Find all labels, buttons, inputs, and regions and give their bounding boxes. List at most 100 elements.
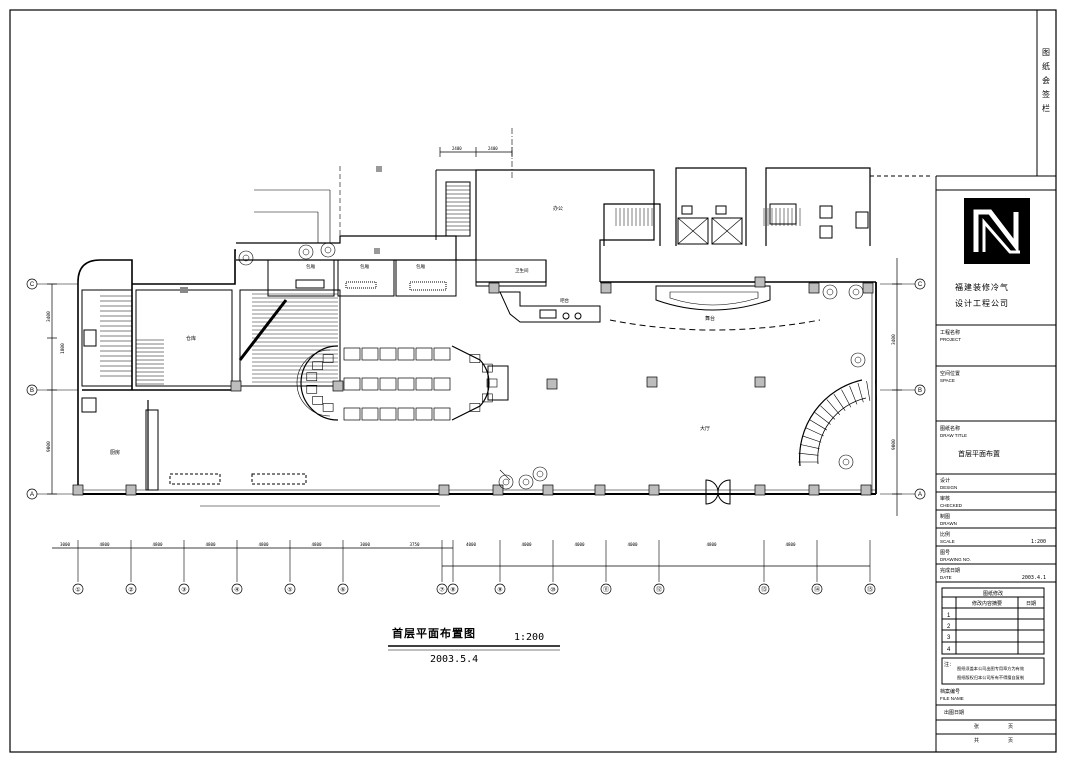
stair-core-top (435, 169, 476, 240)
row-bubble (26, 278, 38, 290)
drawing-scale: 1:200 (514, 632, 544, 643)
entrance-doors (705, 479, 731, 505)
dimension-chain-left: 3400 1800 9000 (46, 283, 66, 495)
booth-table (361, 377, 379, 391)
column (542, 484, 554, 496)
plant-core (242, 254, 250, 262)
plant (298, 244, 314, 260)
dimension-chain-right: 3400 9000 (891, 258, 902, 516)
booth-table (433, 347, 451, 361)
column (808, 282, 820, 294)
right-dim-1: 3400 (891, 334, 897, 345)
row-bubble (914, 488, 926, 500)
booth-seat (306, 384, 318, 394)
grid-bubble-label: ⑧ (450, 587, 455, 594)
booth-seat (312, 396, 323, 405)
booth-table (361, 347, 379, 361)
front-table-1 (169, 473, 221, 485)
stair-left (81, 289, 164, 387)
row-bubble-label: A (30, 492, 34, 498)
column (492, 484, 504, 496)
grid-bubble-label: ① (75, 587, 80, 594)
plant (850, 352, 866, 368)
grid-bubble (284, 583, 296, 595)
drawing-date: 2003.5.4 (430, 654, 478, 665)
plant-core (536, 470, 544, 478)
company-logo (964, 198, 1030, 264)
column (646, 376, 658, 388)
booth-table (379, 407, 397, 421)
bottom-dim-label: 4800 (311, 542, 322, 547)
booth-seat (481, 363, 493, 373)
front-table-2 (251, 473, 307, 485)
spiral-tread (849, 385, 858, 405)
grid-bubble (653, 583, 665, 595)
booth-table (379, 347, 397, 361)
left-dim-3: 9000 (46, 441, 52, 452)
space-label-en: SPACE (940, 378, 955, 383)
drawing-no-label-en: DRAWING NO. (940, 557, 971, 562)
column (488, 282, 500, 294)
column (862, 282, 874, 294)
stair-right-core (446, 185, 801, 246)
plant-core (302, 248, 310, 256)
column (648, 484, 660, 496)
booth-table (397, 377, 415, 391)
spiral-tread (820, 405, 836, 420)
bottom-dim-label: 4000 (627, 542, 638, 547)
wc-block (765, 167, 930, 246)
drawing-no-label-cn: 图号 (940, 550, 950, 556)
rear-wall-upper (236, 169, 655, 283)
column (125, 484, 137, 496)
top-dim-2: 2400 (488, 146, 498, 151)
spiral-tread (857, 382, 864, 403)
grid-bubble-label: ⑤ (287, 587, 292, 594)
grid-bubble-label: ② (128, 587, 133, 594)
booth-table (433, 407, 451, 421)
grid-bubble (811, 583, 823, 595)
drawn-label-cn: 制图 (940, 513, 950, 520)
column (594, 484, 606, 496)
design-label-en: DESIGN (940, 485, 957, 490)
column (754, 376, 766, 388)
design-label-cn: 设计 (940, 477, 950, 484)
plant (498, 474, 514, 490)
plant-core (324, 246, 332, 254)
space-label-cn: 空间位置 (940, 370, 960, 377)
plant (518, 474, 534, 490)
spiral-tread (866, 381, 871, 401)
booth-table (361, 407, 379, 421)
booth-seat (312, 361, 323, 370)
room-label-wc: 卫生间 (515, 267, 529, 274)
row-bubble (26, 488, 38, 500)
booth-seat (481, 393, 493, 403)
issue-date-label: 出图日期 (944, 709, 964, 716)
revision-row-2: 2 (947, 624, 951, 630)
grid-bubble-label: ⑭ (814, 586, 820, 594)
column (438, 484, 450, 496)
booth-table (415, 347, 433, 361)
total-label-2: 页 (1008, 738, 1013, 744)
kitchen-counter-body (145, 409, 159, 491)
revision-header: 图纸修改 (983, 590, 1003, 597)
right-dim-2: 9000 (891, 439, 897, 450)
check-label-en: CHECKED (940, 503, 963, 508)
countersign-label: 图纸会签栏 (1042, 48, 1051, 118)
row-bubble-label: C (918, 282, 923, 288)
row-bubble (914, 384, 926, 396)
plant-core (522, 478, 530, 486)
check-label-cn: 审核 (940, 495, 950, 502)
plant (238, 250, 254, 266)
booth-table (343, 377, 361, 391)
grid-bubble (178, 583, 190, 595)
scale-value: 1:200 (1031, 539, 1046, 545)
room-label-hall: 大厅 (700, 425, 710, 432)
row-bubble-label: A (918, 492, 922, 498)
notes-label: 注： (944, 661, 954, 668)
grid-bubble-label: ⑦ (439, 587, 444, 594)
booth-seating (296, 345, 509, 421)
plant (822, 284, 838, 300)
spiral-tread (826, 399, 841, 415)
booth-table (397, 347, 415, 361)
